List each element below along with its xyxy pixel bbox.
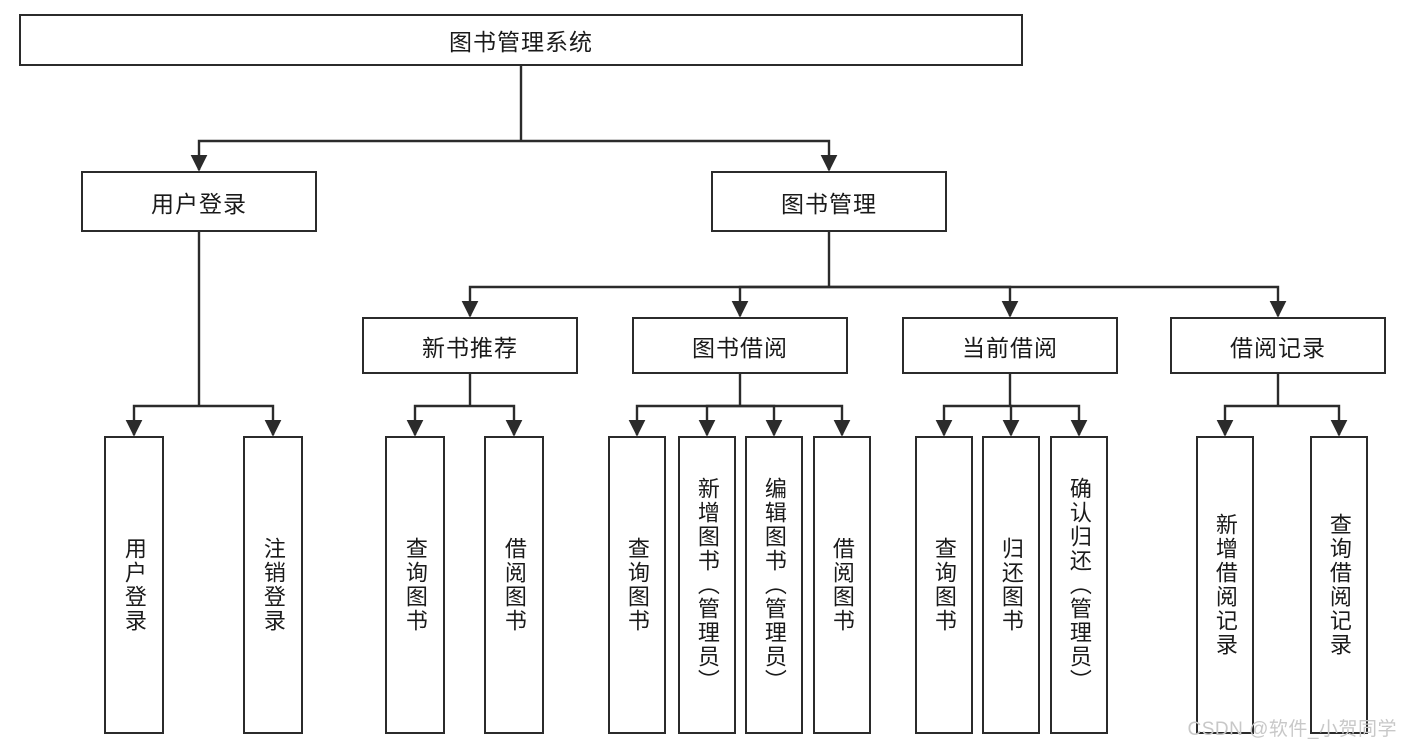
node-leaf-add-borrow-record[interactable]: 新增借阅记录 <box>1196 436 1254 734</box>
node-label: 编辑图书（管理员） <box>761 477 787 693</box>
node-label: 注销登录 <box>260 537 286 633</box>
node-label: 借阅图书 <box>501 537 527 633</box>
node-label: 用户登录 <box>121 537 147 633</box>
node-label: 图书管理系统 <box>449 29 593 55</box>
connector-new-book-recommend-to-leaf-borrow-book-recommend <box>470 404 523 437</box>
connector-book-borrow-to-leaf-add-book <box>698 404 740 437</box>
connector-book-manage-to-book-borrow <box>731 285 829 318</box>
node-leaf-borrow-book-recommend[interactable]: 借阅图书 <box>484 436 544 734</box>
node-leaf-user-logout[interactable]: 注销登录 <box>243 436 303 734</box>
node-current-borrow[interactable]: 当前借阅 <box>902 317 1118 374</box>
connector-user-login-to-leaf-user-login <box>125 404 199 437</box>
node-leaf-query-book-recommend[interactable]: 查询图书 <box>385 436 445 734</box>
connector-root-to-user-login <box>190 139 521 172</box>
node-label: 借阅记录 <box>1230 334 1326 361</box>
connector-book-manage-to-borrow-record <box>829 285 1287 318</box>
node-leaf-query-borrow-record[interactable]: 查询借阅记录 <box>1310 436 1368 734</box>
node-label: 查询借阅记录 <box>1326 513 1352 657</box>
node-label: 确认归还（管理员） <box>1066 477 1092 693</box>
connector-book-manage-to-new-book-recommend <box>461 285 829 318</box>
connector-book-manage-to-current-borrow <box>829 285 1019 318</box>
node-leaf-add-book[interactable]: 新增图书（管理员） <box>678 436 736 734</box>
node-leaf-edit-book[interactable]: 编辑图书（管理员） <box>745 436 803 734</box>
connector-current-borrow-to-leaf-confirm-return <box>1010 404 1088 437</box>
node-label: 图书借阅 <box>692 334 788 361</box>
node-label: 用户登录 <box>151 190 247 217</box>
node-leaf-query-book-current[interactable]: 查询图书 <box>915 436 973 734</box>
connector-book-borrow-to-leaf-edit-book <box>740 404 783 437</box>
node-label: 查询图书 <box>402 537 428 633</box>
node-leaf-user-login[interactable]: 用户登录 <box>104 436 164 734</box>
node-root[interactable]: 图书管理系统 <box>19 14 1023 66</box>
node-label: 当前借阅 <box>962 334 1058 361</box>
watermark-text: CSDN @软件_小贺同学 <box>1187 719 1397 740</box>
connector-current-borrow-to-leaf-return-book <box>1002 404 1020 437</box>
connector-new-book-recommend-to-leaf-query-book-recommend <box>406 404 470 437</box>
connector-book-borrow-to-leaf-borrow-book <box>740 404 851 437</box>
node-label: 图书管理 <box>781 190 877 217</box>
node-leaf-return-book[interactable]: 归还图书 <box>982 436 1040 734</box>
connector-book-borrow-to-leaf-query-book-borrow <box>628 404 740 437</box>
connector-root-to-book-manage <box>521 139 838 172</box>
connector-borrow-record-to-leaf-query-borrow-record <box>1278 404 1348 437</box>
node-book-manage[interactable]: 图书管理 <box>711 171 947 232</box>
connector-current-borrow-to-leaf-query-book-current <box>935 404 1010 437</box>
node-label: 查询图书 <box>624 537 650 633</box>
node-leaf-borrow-book[interactable]: 借阅图书 <box>813 436 871 734</box>
node-label: 新增借阅记录 <box>1212 513 1238 657</box>
node-book-borrow[interactable]: 图书借阅 <box>632 317 848 374</box>
node-leaf-query-book-borrow[interactable]: 查询图书 <box>608 436 666 734</box>
connector-user-login-to-leaf-user-logout <box>199 404 282 437</box>
node-new-book-recommend[interactable]: 新书推荐 <box>362 317 578 374</box>
node-label: 查询图书 <box>931 537 957 633</box>
node-label: 借阅图书 <box>829 537 855 633</box>
node-borrow-record[interactable]: 借阅记录 <box>1170 317 1386 374</box>
connector-borrow-record-to-leaf-add-borrow-record <box>1216 404 1278 437</box>
node-label: 新书推荐 <box>422 334 518 361</box>
node-label: 归还图书 <box>998 537 1024 633</box>
node-label: 新增图书（管理员） <box>694 477 720 693</box>
node-leaf-confirm-return[interactable]: 确认归还（管理员） <box>1050 436 1108 734</box>
node-user-login[interactable]: 用户登录 <box>81 171 317 232</box>
